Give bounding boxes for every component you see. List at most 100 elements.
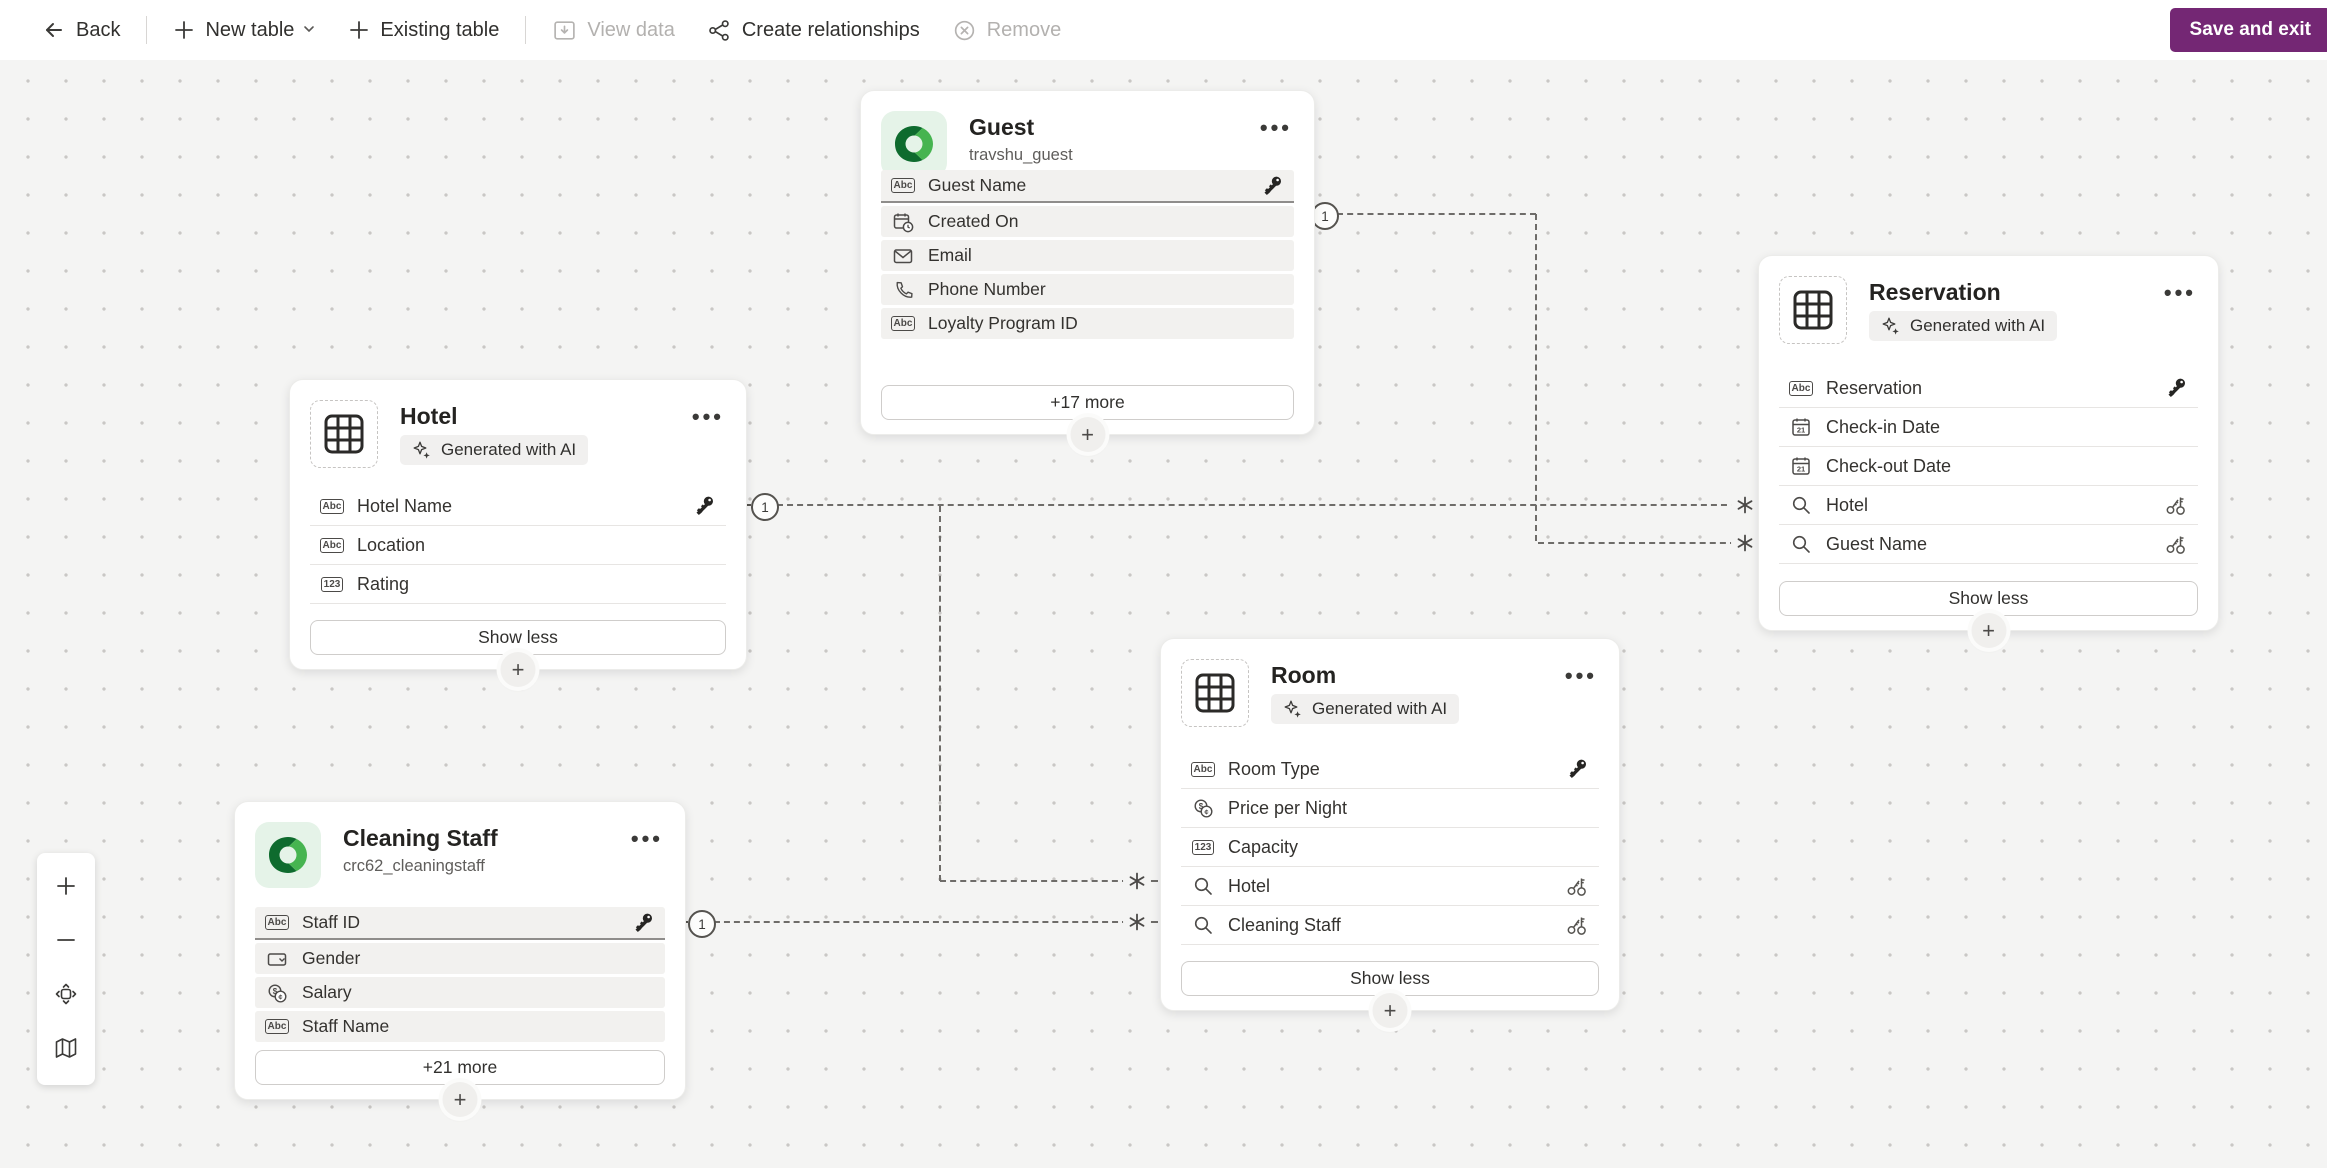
more-menu-button[interactable]: •••	[1564, 663, 1597, 688]
table-card-guest[interactable]: Guest travshu_guest ••• Abc Guest Name C…	[860, 90, 1315, 452]
field-row-staff-name[interactable]: Abc Staff Name	[255, 1011, 665, 1042]
save-and-exit-button[interactable]: Save and exit	[2169, 8, 2327, 52]
table-grid-icon	[1779, 276, 1847, 344]
cardinality-one-badge[interactable]: 1	[688, 910, 716, 938]
text-icon: Abc	[1190, 761, 1216, 777]
cardinality-many-icon	[1123, 867, 1151, 895]
field-list: Abc Reservation 21 Check-in Date 21 Chec…	[1779, 369, 2198, 564]
field-row-reservation[interactable]: Abc Reservation	[1779, 369, 2198, 408]
cardinality-one-badge[interactable]: 1	[1311, 202, 1339, 230]
field-row-price-per-night[interactable]: $ ¢ Price per Night	[1181, 789, 1599, 828]
ai-generated-badge: Generated with AI	[400, 435, 589, 466]
field-list: Abc Room Type $ ¢ Price per Night 123 Ca…	[1181, 750, 1599, 945]
table-card-cleaning[interactable]: Cleaning Staff crc62_cleaningstaff ••• A…	[234, 801, 686, 1117]
table-title: Reservation	[1869, 279, 2001, 305]
remove-label: Remove	[986, 18, 1062, 41]
currency-icon: $ ¢	[265, 982, 289, 1004]
view-data-button[interactable]: View data	[536, 10, 690, 50]
remove-icon	[952, 18, 977, 43]
text-icon: Abc	[1788, 380, 1814, 396]
svg-text:$: $	[273, 987, 278, 996]
zoom-out-button[interactable]	[44, 920, 88, 964]
field-row-guest-name[interactable]: Abc Guest Name	[881, 170, 1294, 203]
field-row-loyalty-program-id[interactable]: Abc Loyalty Program ID	[881, 308, 1294, 339]
field-list: Abc Staff ID Gender $ ¢ Salary Abc	[255, 907, 665, 1045]
date-icon: 21	[1789, 416, 1813, 438]
field-row-check-in-date[interactable]: 21 Check-in Date	[1779, 408, 2198, 447]
cardinality-many-icon	[1123, 908, 1151, 936]
field-row-hotel-name[interactable]: Abc Hotel Name	[310, 487, 726, 526]
field-row-rating[interactable]: 123 Rating	[310, 565, 726, 604]
field-row-hotel[interactable]: Hotel	[1779, 486, 2198, 525]
cardinality-one-badge[interactable]: 1	[751, 493, 779, 521]
field-row-capacity[interactable]: 123 Capacity	[1181, 828, 1599, 867]
field-row-phone-number[interactable]: Phone Number	[881, 274, 1294, 305]
lookup-icon	[1191, 875, 1215, 897]
add-field-button[interactable]: +	[1372, 993, 1408, 1028]
svg-text:¢: ¢	[1204, 807, 1208, 816]
show-more-button[interactable]: +21 more	[255, 1050, 665, 1085]
show-less-button[interactable]: Show less	[310, 620, 726, 655]
create-relationships-button[interactable]: Create relationships	[691, 10, 936, 50]
map-button[interactable]	[44, 1028, 88, 1072]
existing-table-button[interactable]: Existing table	[332, 10, 515, 50]
number-icon: 123	[1191, 839, 1215, 855]
er-diagram-canvas[interactable]: Guest travshu_guest ••• Abc Guest Name C…	[0, 60, 2327, 1168]
dataverse-icon	[255, 822, 321, 888]
fit-view-button[interactable]	[44, 974, 88, 1018]
relationship-line	[1538, 542, 1736, 544]
show-less-button[interactable]: Show less	[1181, 961, 1599, 996]
remove-button[interactable]: Remove	[936, 10, 1077, 50]
relationship-line	[777, 504, 1737, 506]
double-key-icon	[2164, 532, 2188, 556]
lookup-icon	[1789, 494, 1813, 516]
svg-text:$: $	[1199, 802, 1204, 811]
table-card-room[interactable]: Room Generated with AI ••• Abc Room Type…	[1160, 638, 1620, 1028]
cardinality-many-icon	[1731, 529, 1759, 557]
show-less-button[interactable]: Show less	[1779, 581, 2198, 616]
new-table-label: New table	[205, 18, 295, 41]
field-row-location[interactable]: Abc Location	[310, 526, 726, 565]
text-icon: Abc	[264, 915, 290, 930]
table-grid-icon	[310, 400, 378, 468]
add-field-button[interactable]: +	[1971, 613, 2006, 648]
add-field-button[interactable]: +	[442, 1082, 478, 1117]
table-grid-icon	[1181, 659, 1249, 727]
table-card-reservation[interactable]: Reservation Generated with AI ••• Abc Re…	[1758, 255, 2219, 648]
field-row-guest-name[interactable]: Guest Name	[1779, 525, 2198, 564]
field-row-staff-id[interactable]: Abc Staff ID	[255, 907, 665, 940]
new-table-button[interactable]: New table	[157, 10, 332, 50]
field-row-hotel[interactable]: Hotel	[1181, 867, 1599, 906]
more-menu-button[interactable]: •••	[691, 404, 724, 429]
relationships-icon	[707, 18, 732, 43]
card-header: Guest travshu_guest •••	[881, 111, 1294, 177]
table-logical-name: travshu_guest	[969, 146, 1073, 165]
ai-sparkle-icon	[412, 440, 432, 460]
more-menu-button[interactable]: •••	[630, 826, 663, 851]
field-row-room-type[interactable]: Abc Room Type	[1181, 750, 1599, 789]
more-menu-button[interactable]: •••	[2163, 280, 2196, 305]
relationship-line	[1337, 213, 1536, 215]
lookup-icon	[1191, 914, 1215, 936]
email-icon	[891, 245, 915, 267]
ai-generated-badge: Generated with AI	[1271, 694, 1460, 725]
double-key-icon	[1565, 874, 1589, 898]
field-row-email[interactable]: Email	[881, 240, 1294, 271]
field-row-created-on[interactable]: Created On	[881, 206, 1294, 237]
field-row-cleaning-staff[interactable]: Cleaning Staff	[1181, 906, 1599, 945]
zoom-out-icon	[54, 928, 78, 957]
add-field-button[interactable]: +	[1070, 417, 1105, 452]
table-card-hotel[interactable]: Hotel Generated with AI ••• Abc Hotel Na…	[289, 379, 747, 687]
view-data-label: View data	[587, 18, 675, 41]
back-button[interactable]: Back	[26, 10, 136, 50]
zoom-in-button[interactable]	[44, 866, 88, 910]
field-row-salary[interactable]: $ ¢ Salary	[255, 977, 665, 1008]
relationship-line	[745, 504, 751, 506]
show-more-button[interactable]: +17 more	[881, 385, 1294, 420]
add-field-button[interactable]: +	[500, 652, 536, 687]
more-menu-button[interactable]: •••	[1259, 115, 1292, 140]
field-row-gender[interactable]: Gender	[255, 943, 665, 974]
field-row-check-out-date[interactable]: 21 Check-out Date	[1779, 447, 2198, 486]
table-title: Guest	[969, 114, 1035, 140]
